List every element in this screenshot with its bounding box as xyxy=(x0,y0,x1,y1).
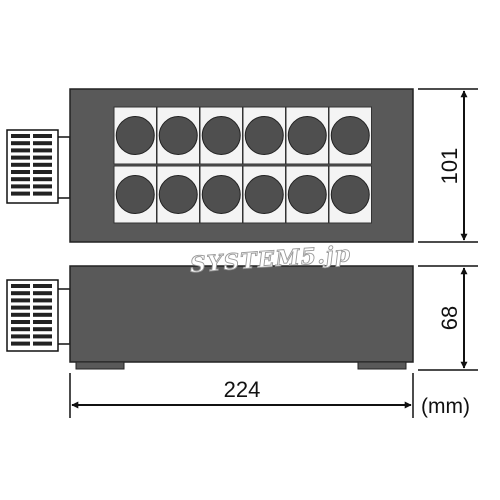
grill-slot xyxy=(33,327,52,332)
top-view xyxy=(6,88,414,243)
grill-slot xyxy=(11,291,30,296)
grill-slot xyxy=(33,334,52,339)
grill-slot xyxy=(33,177,52,182)
grill-slot xyxy=(11,170,30,174)
grill-slot xyxy=(11,134,30,138)
socket-circle xyxy=(244,175,284,214)
grill-slot xyxy=(11,305,30,310)
connector-top-view xyxy=(6,129,71,204)
unit-label: (mm) xyxy=(421,395,470,418)
grill-slot xyxy=(11,334,30,339)
connector-side-view xyxy=(6,279,71,352)
grill-slot xyxy=(11,298,30,303)
grill-slot xyxy=(11,320,30,324)
foot-left xyxy=(75,361,125,370)
socket-circle xyxy=(158,175,198,214)
socket-grid xyxy=(113,106,372,224)
grill-slot xyxy=(11,341,30,346)
socket-circle xyxy=(330,175,370,214)
grill-slot xyxy=(11,155,30,160)
grill-slot xyxy=(11,327,30,332)
connector-grill xyxy=(11,284,52,346)
width-label: 224 xyxy=(224,377,261,402)
grill-slot xyxy=(33,155,52,160)
dimension-height-top: 101 xyxy=(418,88,478,243)
dimension-width: 224 xyxy=(69,373,414,418)
grill-slot xyxy=(33,191,52,196)
side-view xyxy=(6,265,414,370)
socket-circle xyxy=(201,116,241,155)
socket-circle xyxy=(201,175,241,214)
dimension-height-side: 68 xyxy=(418,265,478,371)
grill-slot xyxy=(11,177,30,182)
grill-slot xyxy=(11,184,30,189)
grill-slot xyxy=(33,291,52,296)
grill-slot xyxy=(11,148,30,153)
socket-circle xyxy=(115,116,155,155)
grill-slot xyxy=(33,184,52,189)
height-side-label: 68 xyxy=(437,306,462,330)
grill-slot xyxy=(33,305,52,310)
socket-circle xyxy=(330,116,370,155)
connector-grill xyxy=(11,134,52,196)
grill-slot xyxy=(33,298,52,303)
grill-slot xyxy=(11,191,30,196)
socket-circle xyxy=(244,116,284,155)
grill-slot xyxy=(33,284,52,288)
socket-circle xyxy=(287,175,327,214)
grill-slot xyxy=(11,284,30,288)
grill-slot xyxy=(33,312,52,317)
foot-right xyxy=(357,361,407,370)
grill-slot xyxy=(11,312,30,317)
grill-slot xyxy=(11,162,30,167)
grill-slot xyxy=(33,134,52,138)
grill-slot xyxy=(11,141,30,146)
grill-slot xyxy=(33,170,52,174)
socket-circle xyxy=(287,116,327,155)
socket-circle xyxy=(158,116,198,155)
socket-circle xyxy=(115,175,155,214)
grill-slot xyxy=(33,162,52,167)
grill-slot xyxy=(33,320,52,324)
grill-slot xyxy=(33,148,52,153)
grill-slot xyxy=(33,341,52,346)
box-side-view xyxy=(69,265,414,363)
grill-slot xyxy=(33,141,52,146)
height-top-label: 101 xyxy=(437,148,462,185)
